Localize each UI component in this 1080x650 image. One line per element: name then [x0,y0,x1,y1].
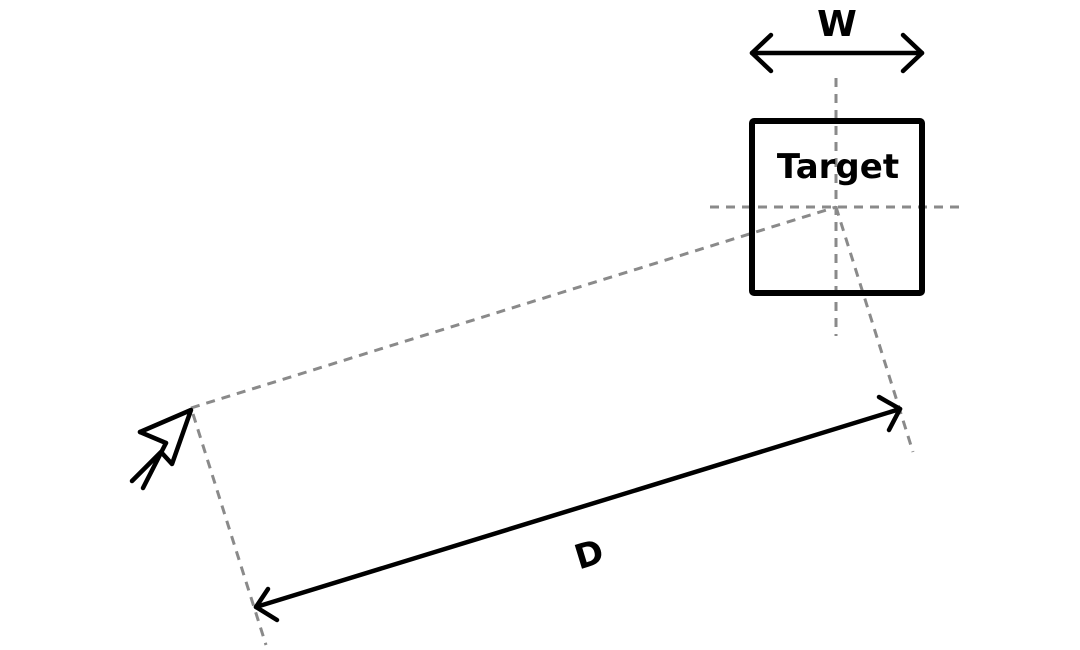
cursor-perpendicular-guide [191,413,268,646]
distance-arrow [253,394,903,623]
target-label: Target [777,147,899,187]
cursor-arrow-icon [129,407,194,491]
target-box [749,118,925,296]
width-arrow [749,32,925,74]
width-label: W [817,4,857,45]
distance-label: D [570,532,609,579]
cursor-to-target-guide [190,205,837,410]
